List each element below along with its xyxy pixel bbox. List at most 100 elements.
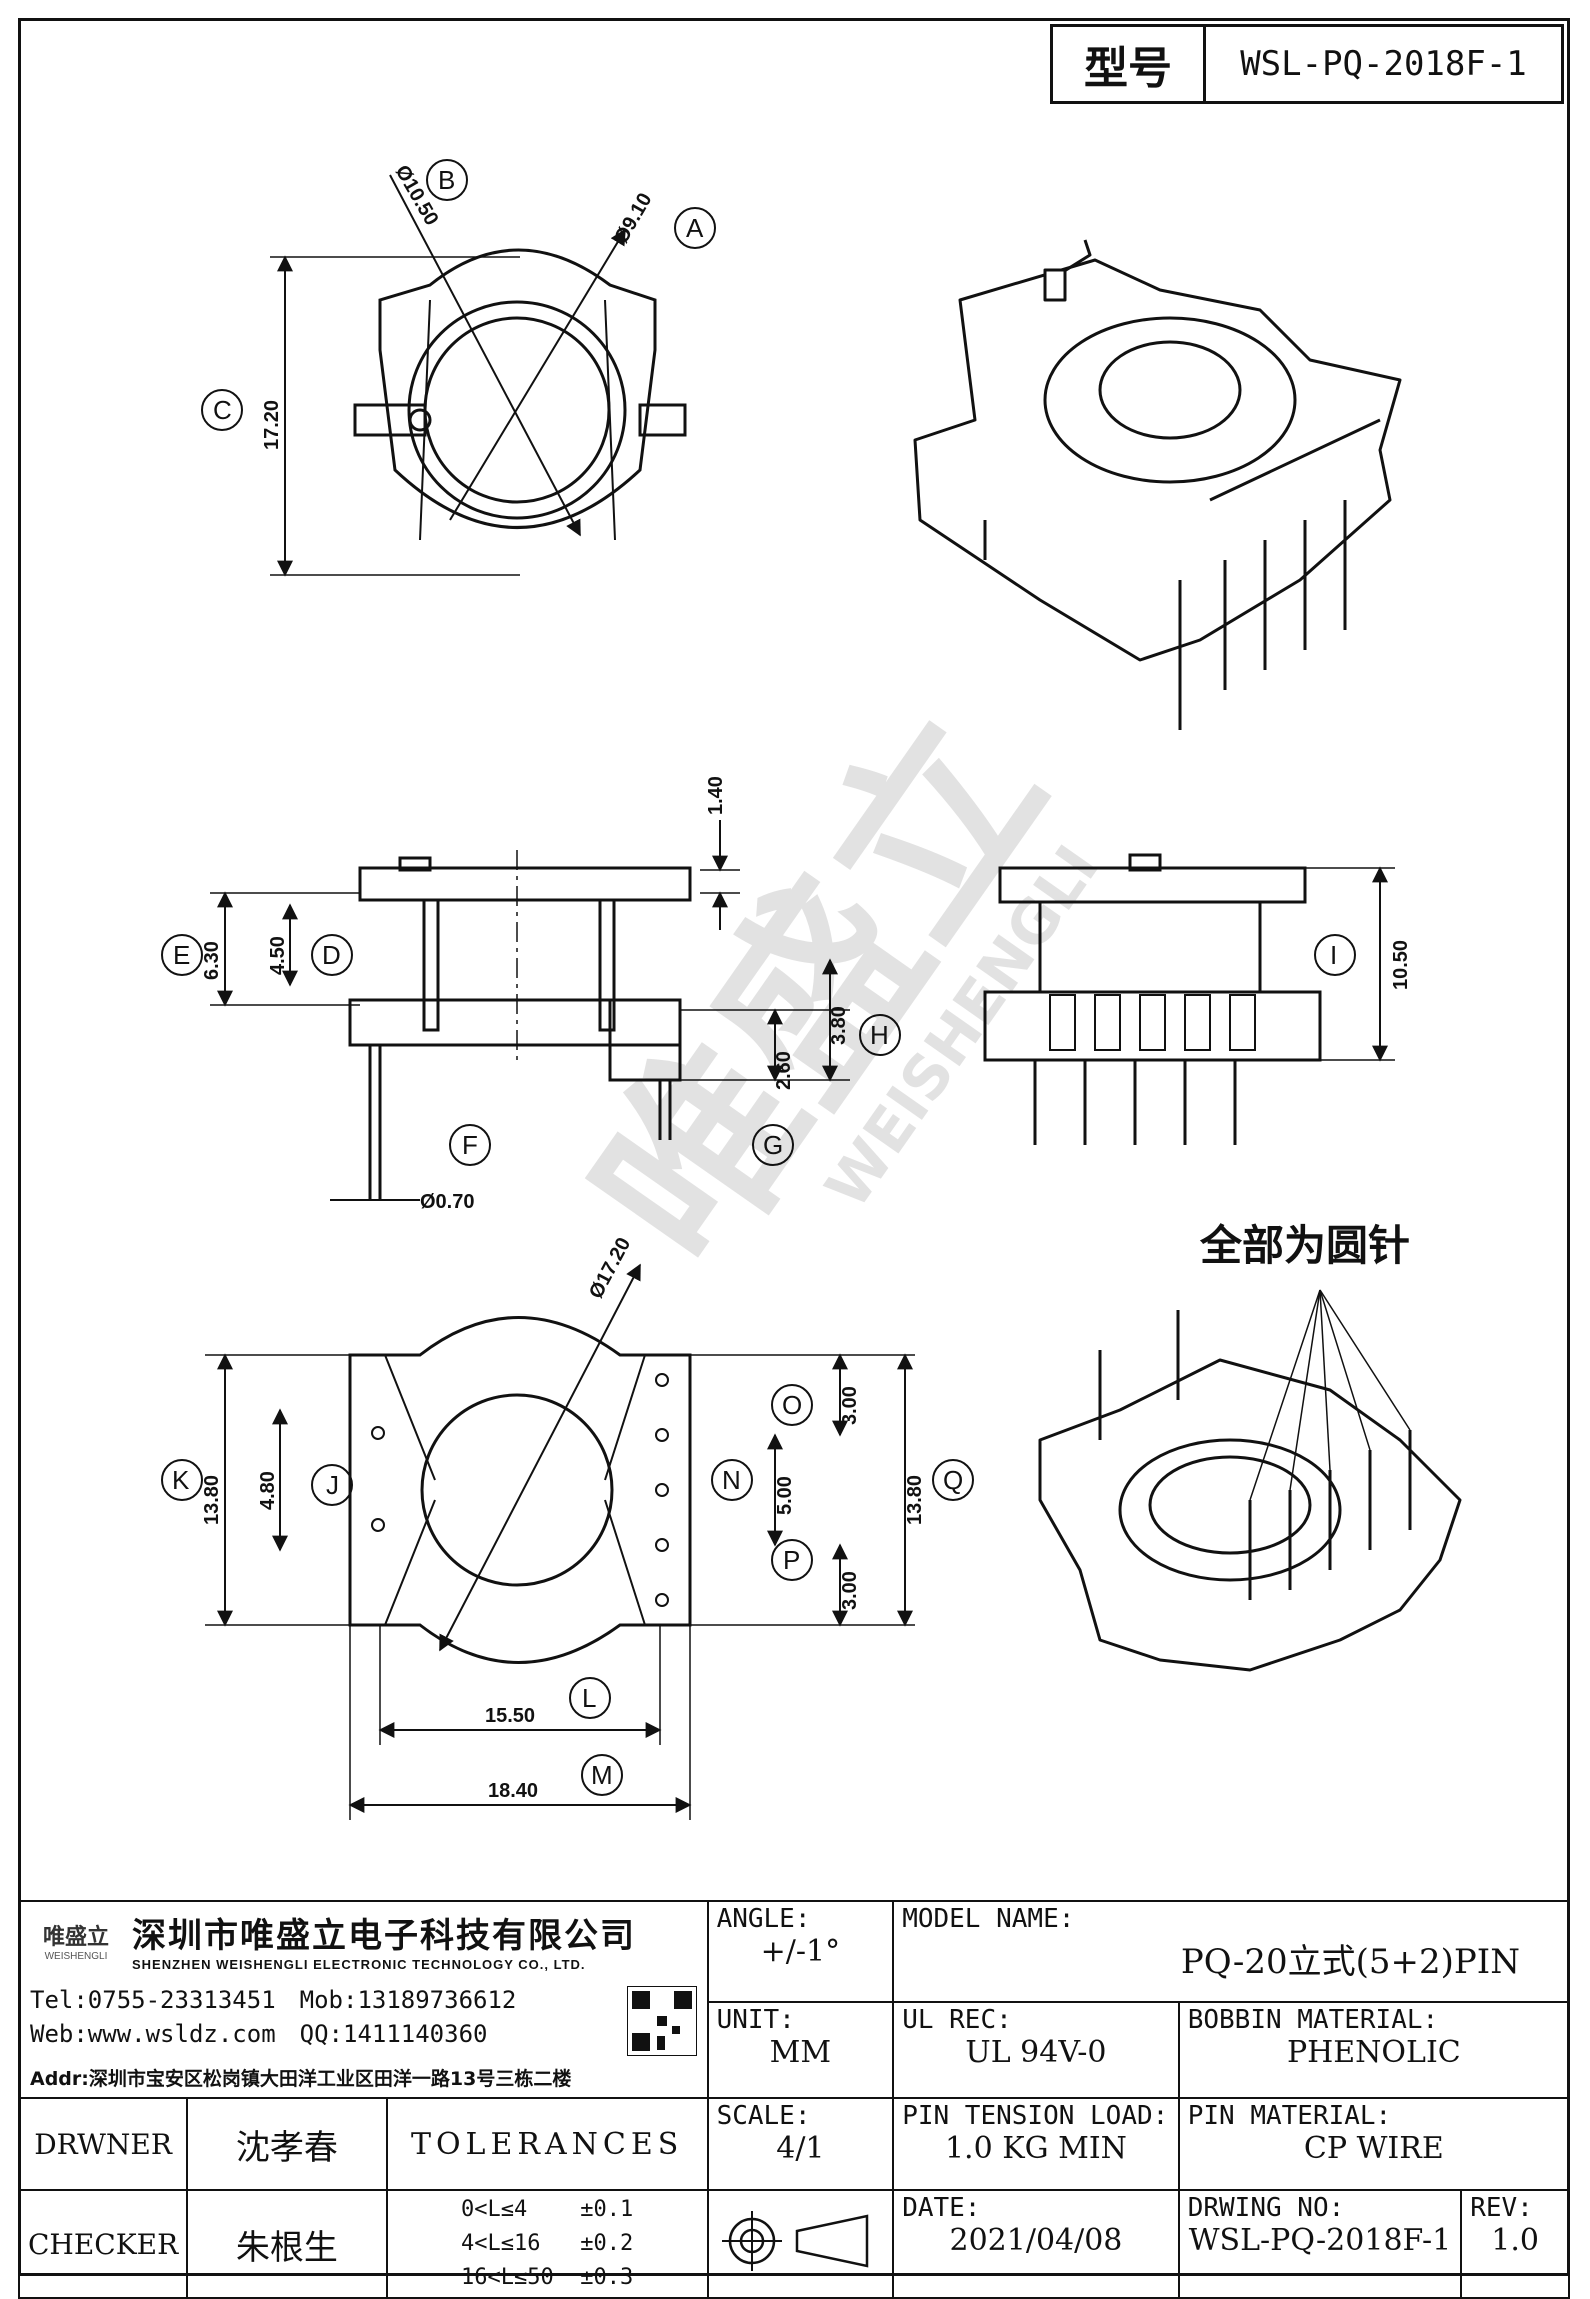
drawer-label: DRWNER xyxy=(17,2097,189,2191)
bubble-h-circle xyxy=(859,1014,901,1056)
rev-value: 1.0 xyxy=(1491,2223,1539,2258)
iso1-pin-row xyxy=(1209,418,1381,502)
qr-code-icon xyxy=(626,1986,697,2056)
bubble-c-circle xyxy=(201,389,243,431)
iso2-leader-lines xyxy=(1249,1289,1411,1501)
title-block: 唯盛立 WEISHENGLI 深圳市唯盛立电子科技有限公司 SHENZHEN W… xyxy=(17,1900,1571,2299)
part-number-box: 型号 WSL-PQ-2018F-1 xyxy=(1050,24,1564,104)
bubble-f: F xyxy=(462,1130,478,1160)
unit-cell: UNIT:MM xyxy=(706,2000,895,2099)
dim-top: 1.40 xyxy=(705,776,727,815)
top-view-right-tab xyxy=(638,403,687,437)
drawer-value: 沈孝春 xyxy=(186,2097,388,2191)
projection-symbol-icon xyxy=(721,2210,868,2271)
dim-p: 3.00 xyxy=(839,1571,861,1610)
bottom-view-outline xyxy=(348,1316,692,1664)
end-view-post xyxy=(1128,853,1162,872)
end-view-base xyxy=(983,990,1322,1062)
isometric-view-bottom xyxy=(1038,1289,1462,1672)
dim-j: 4.80 xyxy=(257,1471,279,1510)
tolerance-row-3: 16<L≤50 ±0.3 xyxy=(461,2265,634,2290)
iso2-pins xyxy=(1098,1310,1412,1600)
bottom-view-rib-b xyxy=(384,1499,436,1626)
model-value: PQ-20立式(5+2)PIN xyxy=(1180,1942,1520,1982)
projection-symbol-cell xyxy=(706,2189,895,2299)
company-name-cn: 深圳市唯盛立电子科技有限公司 xyxy=(132,1916,636,1956)
iso1-pins xyxy=(983,500,1347,730)
bubble-q-circle xyxy=(932,1459,974,1501)
top-view-outline xyxy=(378,248,657,529)
bottom-view-pin-holes-left xyxy=(371,1426,385,1532)
pinmat-value: CP WIRE xyxy=(1303,2131,1444,2166)
ul-cell: UL REC:UL 94V-0 xyxy=(892,2000,1180,2099)
bottom-view-rib-a xyxy=(384,1354,436,1481)
dim-c: 17.20 xyxy=(261,400,283,450)
bubble-p: P xyxy=(783,1545,800,1575)
side-view-wall-right xyxy=(598,898,616,1032)
checker-value: 朱根生 xyxy=(186,2189,388,2299)
dim-m: 18.40 xyxy=(488,1780,538,1802)
bottom-view-bore xyxy=(420,1393,614,1587)
bubble-b: B xyxy=(438,165,455,195)
company-address: Addr:深圳市宝安区松岗镇大田洋工业区田洋一路13号三栋二楼 xyxy=(30,2068,572,2090)
bubble-p-circle xyxy=(771,1539,813,1581)
bottom-view xyxy=(161,1263,974,1820)
company-qq: QQ:1411140360 xyxy=(299,2020,488,2048)
top-view-rib-right xyxy=(604,299,616,541)
scale-cell: SCALE:4/1 xyxy=(706,2097,895,2191)
dim-pin: Ø0.70 xyxy=(420,1191,474,1213)
dim-n: 5.00 xyxy=(774,1476,796,1515)
top-view-rib-left xyxy=(419,299,431,541)
bubble-b-circle xyxy=(426,159,468,201)
bubble-g: G xyxy=(763,1130,783,1160)
company-logo: 唯盛立 WEISHENGLI xyxy=(30,1919,122,1962)
tension-cell: PIN TENSION LOAD:1.0 KG MIN xyxy=(892,2097,1180,2191)
bubble-q: Q xyxy=(943,1465,963,1495)
bobbin-value: PHENOLIC xyxy=(1286,2034,1461,2070)
dim-k: 13.80 xyxy=(201,1475,223,1525)
bubble-e: E xyxy=(173,940,190,970)
rev-label: REV: xyxy=(1470,2193,1533,2223)
tension-value: 1.0 KG MIN xyxy=(944,2131,1127,2166)
bubble-k-circle xyxy=(161,1459,203,1501)
dim-o: 3.00 xyxy=(839,1386,861,1425)
bubble-l-circle xyxy=(569,1677,611,1719)
scale-value: 4/1 xyxy=(776,2131,825,2166)
top-view-dia-b-line xyxy=(389,174,581,537)
bottom-dim-dia-line xyxy=(439,1263,641,1652)
model-cell: MODEL NAME: PQ-20立式(5+2)PIN xyxy=(892,1900,1570,2003)
isometric-view-top xyxy=(913,239,1402,730)
part-number-value: WSL-PQ-2018F-1 xyxy=(1240,44,1527,84)
bobbin-cell: BOBBIN MATERIAL:PHENOLIC xyxy=(1177,2000,1571,2099)
bubble-i: I xyxy=(1330,940,1337,970)
company-name-en: SHENZHEN WEISHENGLI ELECTRONIC TECHNOLOG… xyxy=(132,1957,586,1972)
dim-bottom-dia: Ø17.20 xyxy=(585,1234,635,1302)
top-view-post xyxy=(408,408,432,432)
model-label: MODEL NAME: xyxy=(902,1904,1075,1934)
bubble-d-circle xyxy=(311,934,353,976)
iso1-post-cap xyxy=(1043,268,1067,302)
dim-d: 4.50 xyxy=(267,936,289,975)
dwgno-cell: DRWING NO:WSL-PQ-2018F-1 xyxy=(1177,2189,1463,2299)
dim-i: 10.50 xyxy=(1390,940,1412,990)
company-tel: Tel:0755-23313451 xyxy=(30,1986,276,2014)
angle-cell: ANGLE:+/-1° xyxy=(706,1900,895,2003)
part-number-label: 型号 xyxy=(1053,27,1206,101)
iso2-bore xyxy=(1148,1455,1312,1555)
ul-label: UL REC: xyxy=(902,2004,1012,2035)
angle-label: ANGLE: xyxy=(716,1904,811,1934)
dim-h: 3.80 xyxy=(828,1006,850,1045)
bubble-g-circle xyxy=(752,1124,794,1166)
side-view-pin-block xyxy=(608,998,682,1082)
bubble-d: D xyxy=(322,940,341,970)
date-value: 2021/04/08 xyxy=(949,2223,1123,2258)
pinmat-label: PIN MATERIAL: xyxy=(1187,2101,1392,2131)
bottom-view-rib-c xyxy=(604,1354,646,1481)
bubble-h: H xyxy=(870,1020,889,1050)
bubble-i-circle xyxy=(1314,934,1356,976)
bubble-j-circle xyxy=(311,1464,353,1506)
iso-note: 全部为圆针 xyxy=(1199,1221,1410,1270)
tolerances-label: TOLERANCES xyxy=(385,2097,709,2191)
date-cell: DATE:2021/04/08 xyxy=(892,2189,1180,2299)
